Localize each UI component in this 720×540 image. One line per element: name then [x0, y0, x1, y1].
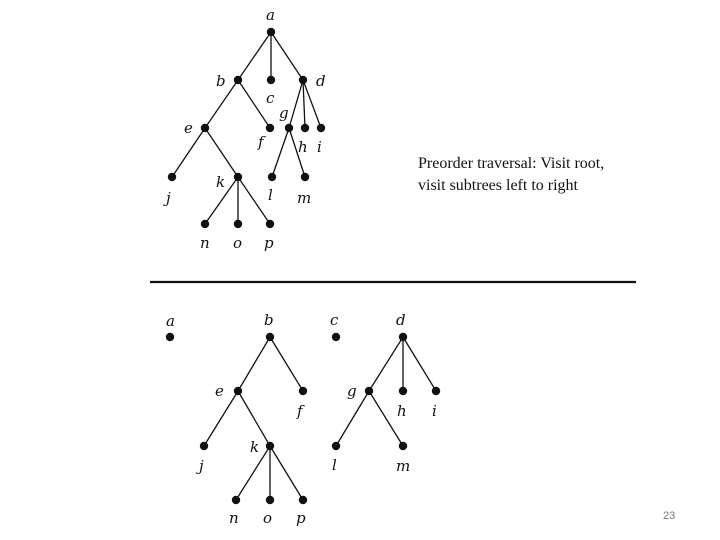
bottom-node-l: [331, 441, 341, 451]
caption-line-1: Preorder traversal: Visit root,: [418, 155, 604, 172]
top-label-c: c: [266, 89, 275, 107]
top-edge-b-f: [237, 79, 271, 129]
top-edge-d-g: [288, 79, 304, 129]
top-node-c: [266, 75, 276, 85]
top-node-o: [233, 219, 243, 229]
top-label-f: f: [257, 133, 266, 151]
bottom-edge-k-p: [269, 445, 304, 501]
top-label-i: i: [317, 138, 322, 156]
bottom-label-d: d: [396, 311, 406, 329]
bottom-label-a: a: [166, 312, 175, 330]
top-node-n: [200, 219, 210, 229]
bottom-label-b: b: [264, 311, 274, 329]
bottom-label-l: l: [332, 456, 337, 474]
top-label-b: b: [216, 72, 226, 90]
top-label-p: p: [264, 234, 274, 252]
top-edge-d-i: [302, 79, 322, 129]
bottom-edge-g-m: [368, 390, 404, 447]
bottom-edge-g-l: [335, 390, 370, 447]
bottom-node-j: [199, 441, 209, 451]
bottom-label-n: n: [229, 509, 239, 527]
top-edge-g-m: [288, 127, 306, 178]
bottom-label-f: f: [296, 402, 305, 420]
top-label-m: m: [297, 189, 311, 207]
top-edge-a-b: [237, 31, 272, 81]
bottom-edge-k-n: [235, 445, 271, 501]
bottom-label-c: c: [330, 311, 339, 329]
top-node-i: [316, 123, 326, 133]
bottom-node-m: [398, 441, 408, 451]
top-label-a: a: [266, 6, 275, 24]
bottom-label-m: m: [396, 457, 410, 475]
bottom-label-j: j: [196, 457, 204, 475]
bottom-node-h: [398, 386, 408, 396]
bottom-label-p: p: [296, 509, 306, 527]
bottom-node-g: [364, 386, 374, 396]
bottom-label-o: o: [263, 509, 272, 527]
top-label-l: l: [268, 186, 273, 204]
bottom-node-e: [233, 386, 243, 396]
top-edge-a-d: [270, 31, 304, 81]
top-node-f: [265, 123, 275, 133]
bottom-node-i: [431, 386, 441, 396]
top-edge-k-n: [204, 176, 239, 225]
bottom-node-o: [265, 495, 275, 505]
caption-line-2: visit subtrees left to right: [418, 177, 579, 194]
bottom-label-e: e: [215, 382, 224, 400]
bottom-edge-e-j: [203, 390, 239, 447]
top-node-g: [284, 123, 294, 133]
top-edge-k-p: [237, 176, 271, 225]
top-label-h: h: [298, 138, 308, 156]
top-edge-e-j: [171, 127, 206, 178]
bottom-edge-d-g: [368, 336, 404, 392]
top-edge-b-e: [204, 79, 239, 129]
bottom-node-d: [398, 332, 408, 342]
bottom-node-f: [298, 386, 308, 396]
bottom-node-b: [265, 332, 275, 342]
top-label-k: k: [216, 173, 225, 191]
top-label-d: d: [316, 72, 326, 90]
bottom-label-i: i: [432, 402, 437, 420]
top-node-k: [233, 172, 243, 182]
top-node-e: [200, 123, 210, 133]
bottom-forest: a b c d e f g h i j k l m n o p: [165, 311, 441, 527]
top-node-j: [167, 172, 177, 182]
bottom-node-n: [231, 495, 241, 505]
top-label-o: o: [233, 234, 242, 252]
top-label-n: n: [200, 234, 210, 252]
top-edge-e-k: [204, 127, 239, 178]
bottom-edge-b-e: [237, 336, 271, 392]
page-number: 23: [663, 510, 675, 522]
top-node-a: [266, 27, 276, 37]
bottom-node-c: [331, 332, 341, 342]
top-edge-d-h: [302, 79, 306, 129]
top-label-j: j: [163, 189, 171, 207]
bottom-label-h: h: [397, 402, 407, 420]
top-node-h: [300, 123, 310, 133]
bottom-label-g: g: [347, 382, 357, 400]
top-node-b: [233, 75, 243, 85]
bottom-edge-d-i: [402, 336, 437, 392]
top-node-d: [298, 75, 308, 85]
bottom-node-p: [298, 495, 308, 505]
top-label-g: g: [279, 104, 289, 122]
top-edge-g-l: [271, 127, 290, 178]
top-node-p: [265, 219, 275, 229]
bottom-edge-e-k: [237, 390, 271, 447]
top-label-e: e: [184, 119, 193, 137]
bottom-node-a: [165, 332, 175, 342]
bottom-label-k: k: [250, 438, 259, 456]
bottom-edge-b-f: [269, 336, 304, 392]
top-node-l: [267, 172, 277, 182]
bottom-node-k: [265, 441, 275, 451]
top-node-m: [300, 172, 310, 182]
